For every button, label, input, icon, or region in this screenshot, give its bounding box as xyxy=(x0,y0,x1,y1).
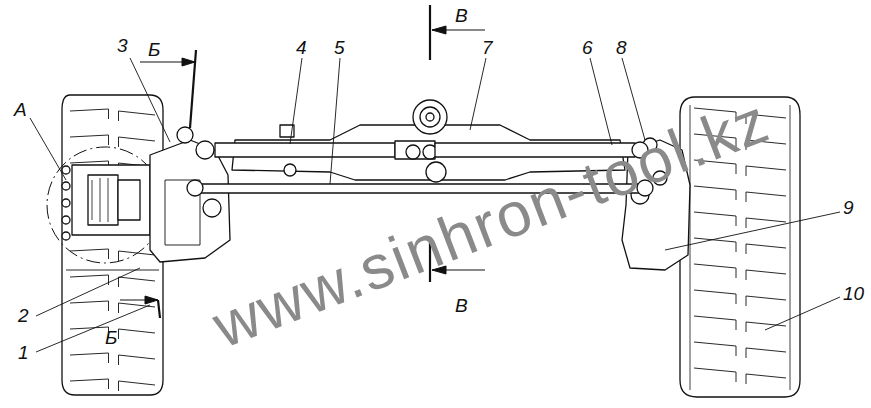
tread-lug xyxy=(694,186,786,202)
callout-number: 8 xyxy=(616,38,627,57)
tread-lug xyxy=(694,368,786,384)
callout-number: Б xyxy=(148,40,160,59)
callout-number: В xyxy=(455,296,468,315)
callout-number: 9 xyxy=(843,198,854,217)
tread-lug xyxy=(70,353,155,365)
tread-lug xyxy=(70,249,155,261)
tread-lug xyxy=(694,342,786,358)
left-hub xyxy=(62,165,150,240)
callout-number: 2 xyxy=(18,306,29,325)
callout-number: А xyxy=(14,100,27,119)
callout-number: В xyxy=(455,6,468,25)
tread-lug xyxy=(70,379,155,391)
tread-lug xyxy=(694,264,786,280)
callout-number: 7 xyxy=(482,38,493,57)
left-wheel xyxy=(62,95,163,395)
tread-lug xyxy=(694,316,786,332)
callout-number: 3 xyxy=(117,36,128,55)
tread-lug xyxy=(694,212,786,228)
tread-lug xyxy=(694,290,786,306)
tread-lug xyxy=(70,109,155,121)
callout-number: 5 xyxy=(334,38,345,57)
section-mark xyxy=(120,58,195,318)
callout-number: 4 xyxy=(296,38,307,57)
callout-number: 6 xyxy=(582,38,593,57)
callout-number: 1 xyxy=(18,343,29,362)
detail-circle xyxy=(47,147,163,263)
tread-lug xyxy=(70,301,155,313)
callout-number: 10 xyxy=(843,284,864,303)
tread-lug xyxy=(70,135,155,147)
callout-number: Б xyxy=(105,328,117,347)
